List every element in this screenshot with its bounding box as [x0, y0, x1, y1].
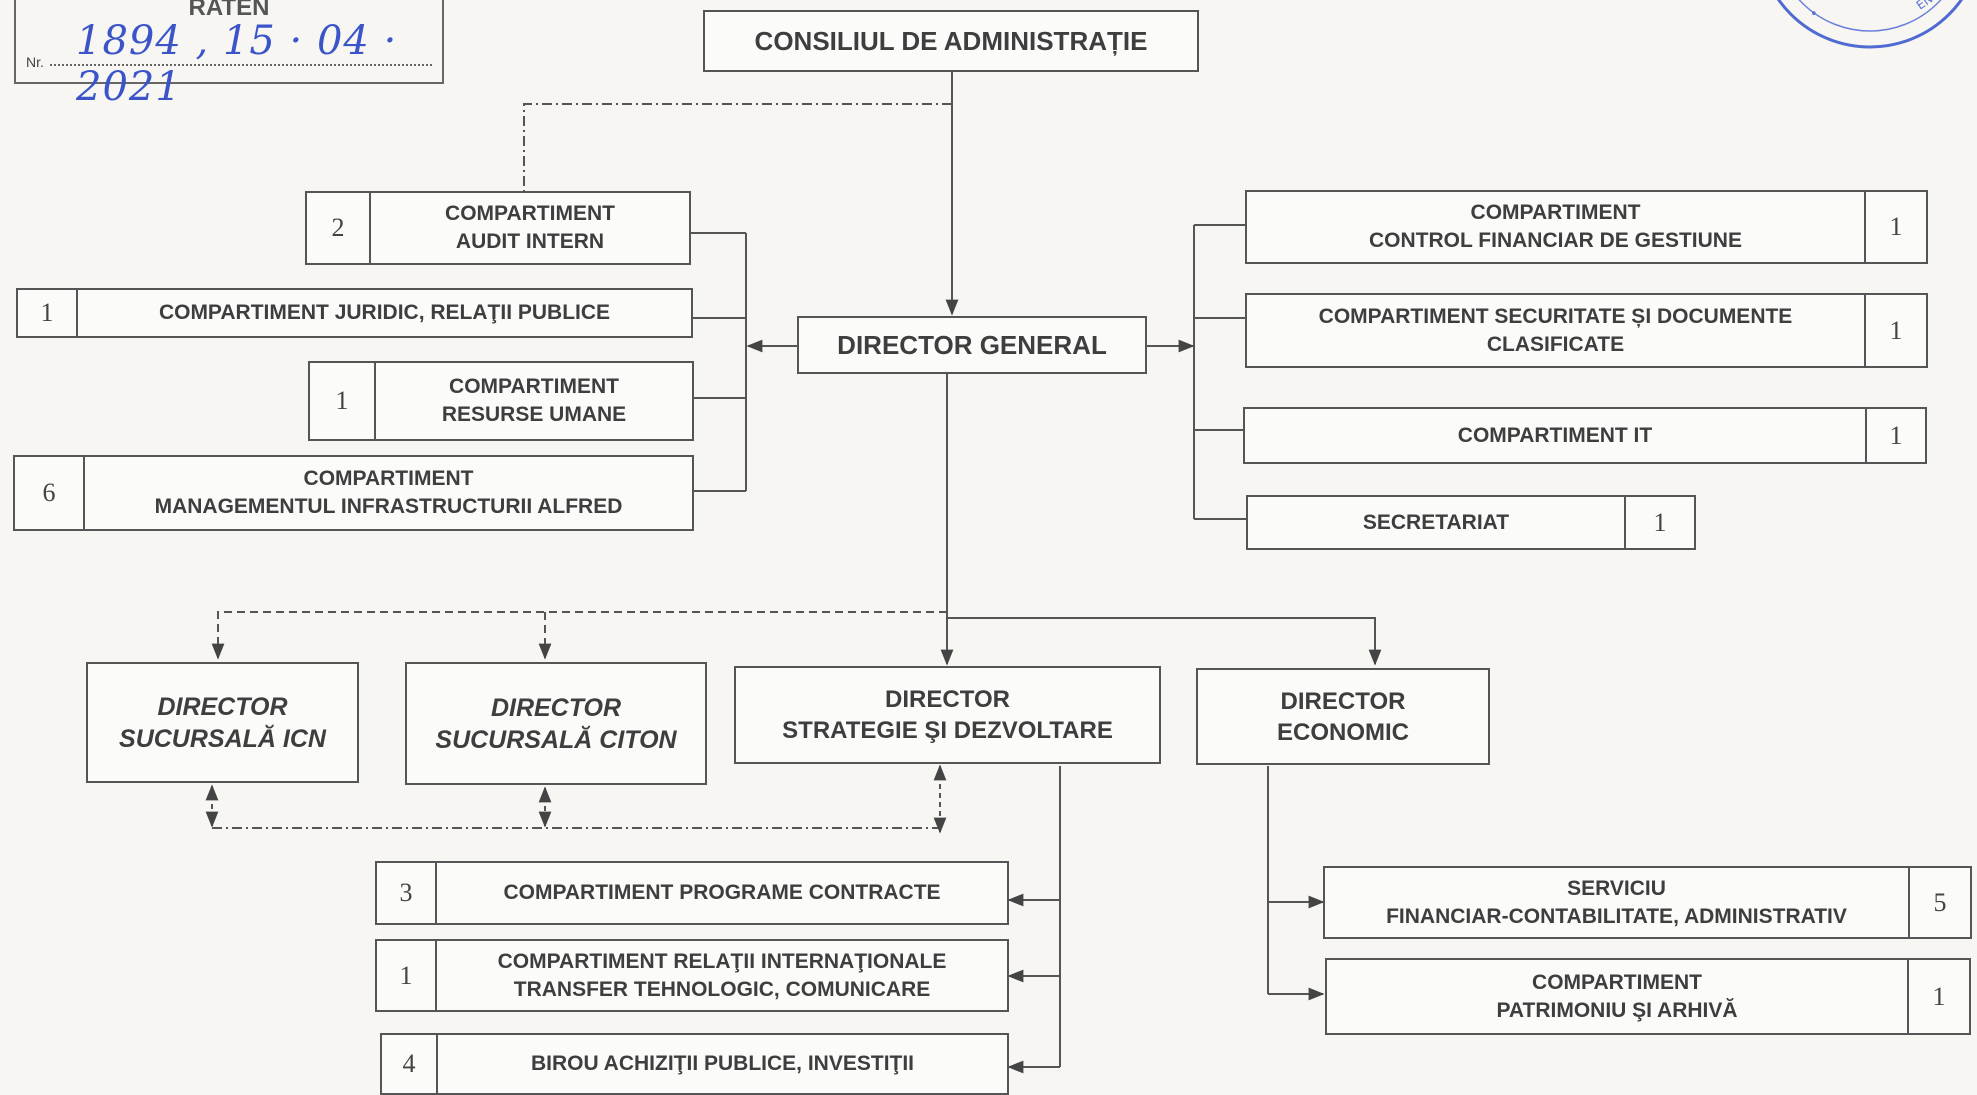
branch-dashed-line [211, 611, 947, 660]
unit-label-line1: COMPARTIMENT JURIDIC, RELAŢII PUBLICE [158, 301, 611, 324]
unit-label-line1: COMPARTIMENT PROGRAME CONTRACTE [503, 881, 941, 904]
board-label: CONSILIUL DE ADMINISTRAȚIE [754, 26, 1148, 56]
director-general-box: DIRECTOR GENERAL [797, 316, 1147, 374]
strategy-unit-programs: 3 COMPARTIMENT PROGRAME CONTRACTE [375, 861, 1009, 925]
unit-label-line1: COMPARTIMENT IT [1457, 423, 1653, 447]
unit-label-line1: BIROU ACHIZIŢII PUBLICE, INVESTIŢII [530, 1052, 915, 1075]
svg-text:•: • [1810, 7, 1818, 22]
unit-count: 1 [1864, 192, 1926, 262]
director-label-line2: SUCURSALĂ CITON [435, 725, 677, 754]
stamp-org: RATEN [188, 0, 270, 21]
unit-count: 4 [382, 1035, 438, 1093]
right-unit-it: COMPARTIMENT IT 1 [1243, 407, 1927, 464]
director-label-line1: DIRECTOR [885, 686, 1010, 713]
right-unit-control: COMPARTIMENT CONTROL FINANCIAR DE GESTIU… [1245, 190, 1928, 264]
director-economic-box: DIRECTOR ECONOMIC [1196, 668, 1490, 765]
unit-count: 6 [15, 457, 85, 529]
unit-label-line2: TRANSFER TEHNOLOGIC, COMUNICARE [513, 977, 931, 1001]
director-label-line2: ECONOMIC [1277, 718, 1409, 746]
unit-label-line2: CONTROL FINANCIAR DE GESTIUNE [1369, 229, 1742, 252]
unit-count: 1 [18, 290, 78, 336]
director-general-label: DIRECTOR GENERAL [837, 330, 1107, 360]
unit-label-line2: RESURSE UMANE [441, 403, 627, 426]
economic-unit-finance: SERVICIU FINANCIAR-CONTABILITATE, ADMINI… [1323, 866, 1972, 939]
director-icn-box: DIRECTOR SUCURSALĂ ICN [86, 662, 359, 783]
director-citon-box: DIRECTOR SUCURSALĂ CITON [405, 662, 707, 785]
unit-count: 3 [377, 863, 437, 923]
left-unit-audit: 2 COMPARTIMENT AUDIT INTERN [305, 191, 691, 265]
unit-label-line1: COMPARTIMENT [303, 467, 474, 490]
director-label-line1: DIRECTOR [157, 692, 288, 721]
unit-count: 1 [1864, 295, 1926, 366]
strategy-unit-procurement: 4 BIROU ACHIZIŢII PUBLICE, INVESTIŢII [380, 1033, 1009, 1095]
unit-label-line2: MANAGEMENTUL INFRASTRUCTURII ALFRED [154, 495, 623, 518]
strategy-unit-international: 1 COMPARTIMENT RELAŢII INTERNAŢIONALE TR… [375, 939, 1009, 1012]
unit-label-line1: SECRETARIAT [1362, 510, 1510, 534]
director-label-line2: STRATEGIE ŞI DEZVOLTARE [782, 717, 1113, 744]
economic-unit-patrimony: COMPARTIMENT PATRIMONIU ŞI ARHIVĂ 1 [1325, 958, 1971, 1035]
unit-count: 1 [1865, 409, 1925, 462]
stamp-handwritten-number: 1894 , 15 · 04 · 2021 [76, 18, 398, 110]
unit-label-line2: PATRIMONIU ŞI ARHIVĂ [1496, 998, 1738, 1022]
unit-count: 1 [1907, 960, 1969, 1033]
seal-icon: 1 • ENERGIE [1776, 0, 1965, 49]
left-unit-hr: 1 COMPARTIMENT RESURSE UMANE [308, 361, 694, 441]
unit-count: 1 [1624, 497, 1694, 548]
board-audit-dashed-line [523, 103, 952, 192]
dg-to-economic-line [947, 617, 1382, 666]
director-label-line1: DIRECTOR [1280, 687, 1406, 715]
director-label-line1: DIRECTOR [490, 693, 622, 722]
unit-count: 5 [1908, 868, 1970, 937]
right-unit-security: COMPARTIMENT SECURITATE ȘI DOCUMENTE CLA… [1245, 293, 1928, 368]
unit-count: 1 [377, 941, 437, 1010]
left-unit-alfred: 6 COMPARTIMENT MANAGEMENTUL INFRASTRUCTU… [13, 455, 694, 531]
unit-label-line1: COMPARTIMENT [449, 375, 619, 398]
unit-label-line1: COMPARTIMENT [445, 202, 615, 225]
registration-stamp: RATEN 1894 , 15 · 04 · 2021 Nr. [14, 0, 444, 110]
unit-label-line1: COMPARTIMENT SECURITATE ȘI DOCUMENTE [1318, 304, 1793, 328]
stamp-dotted-line [50, 64, 432, 66]
unit-label-line2: AUDIT INTERN [455, 230, 605, 253]
director-strategy-box: DIRECTOR STRATEGIE ŞI DEZVOLTARE [734, 666, 1161, 764]
unit-label-line1: COMPARTIMENT RELAŢII INTERNAŢIONALE [497, 949, 947, 973]
unit-count: 2 [307, 193, 371, 263]
unit-label-line1: COMPARTIMENT [1470, 201, 1641, 224]
stamp-nr-label: Nr. [26, 54, 44, 70]
right-unit-secretariat: SECRETARIAT 1 [1246, 495, 1696, 550]
unit-label-line2: FINANCIAR-CONTABILITATE, ADMINISTRATIV [1386, 904, 1847, 928]
left-unit-juridic: 1 COMPARTIMENT JURIDIC, RELAŢII PUBLICE [16, 288, 693, 338]
director-label-line2: SUCURSALĂ ICN [119, 724, 326, 753]
unit-label-line1: SERVICIU [1567, 876, 1666, 900]
unit-label-line2: CLASIFICATE [1486, 332, 1625, 356]
board-box: CONSILIUL DE ADMINISTRAȚIE [703, 10, 1199, 72]
unit-label-line1: COMPARTIMENT [1532, 970, 1702, 994]
unit-count: 1 [310, 363, 376, 439]
